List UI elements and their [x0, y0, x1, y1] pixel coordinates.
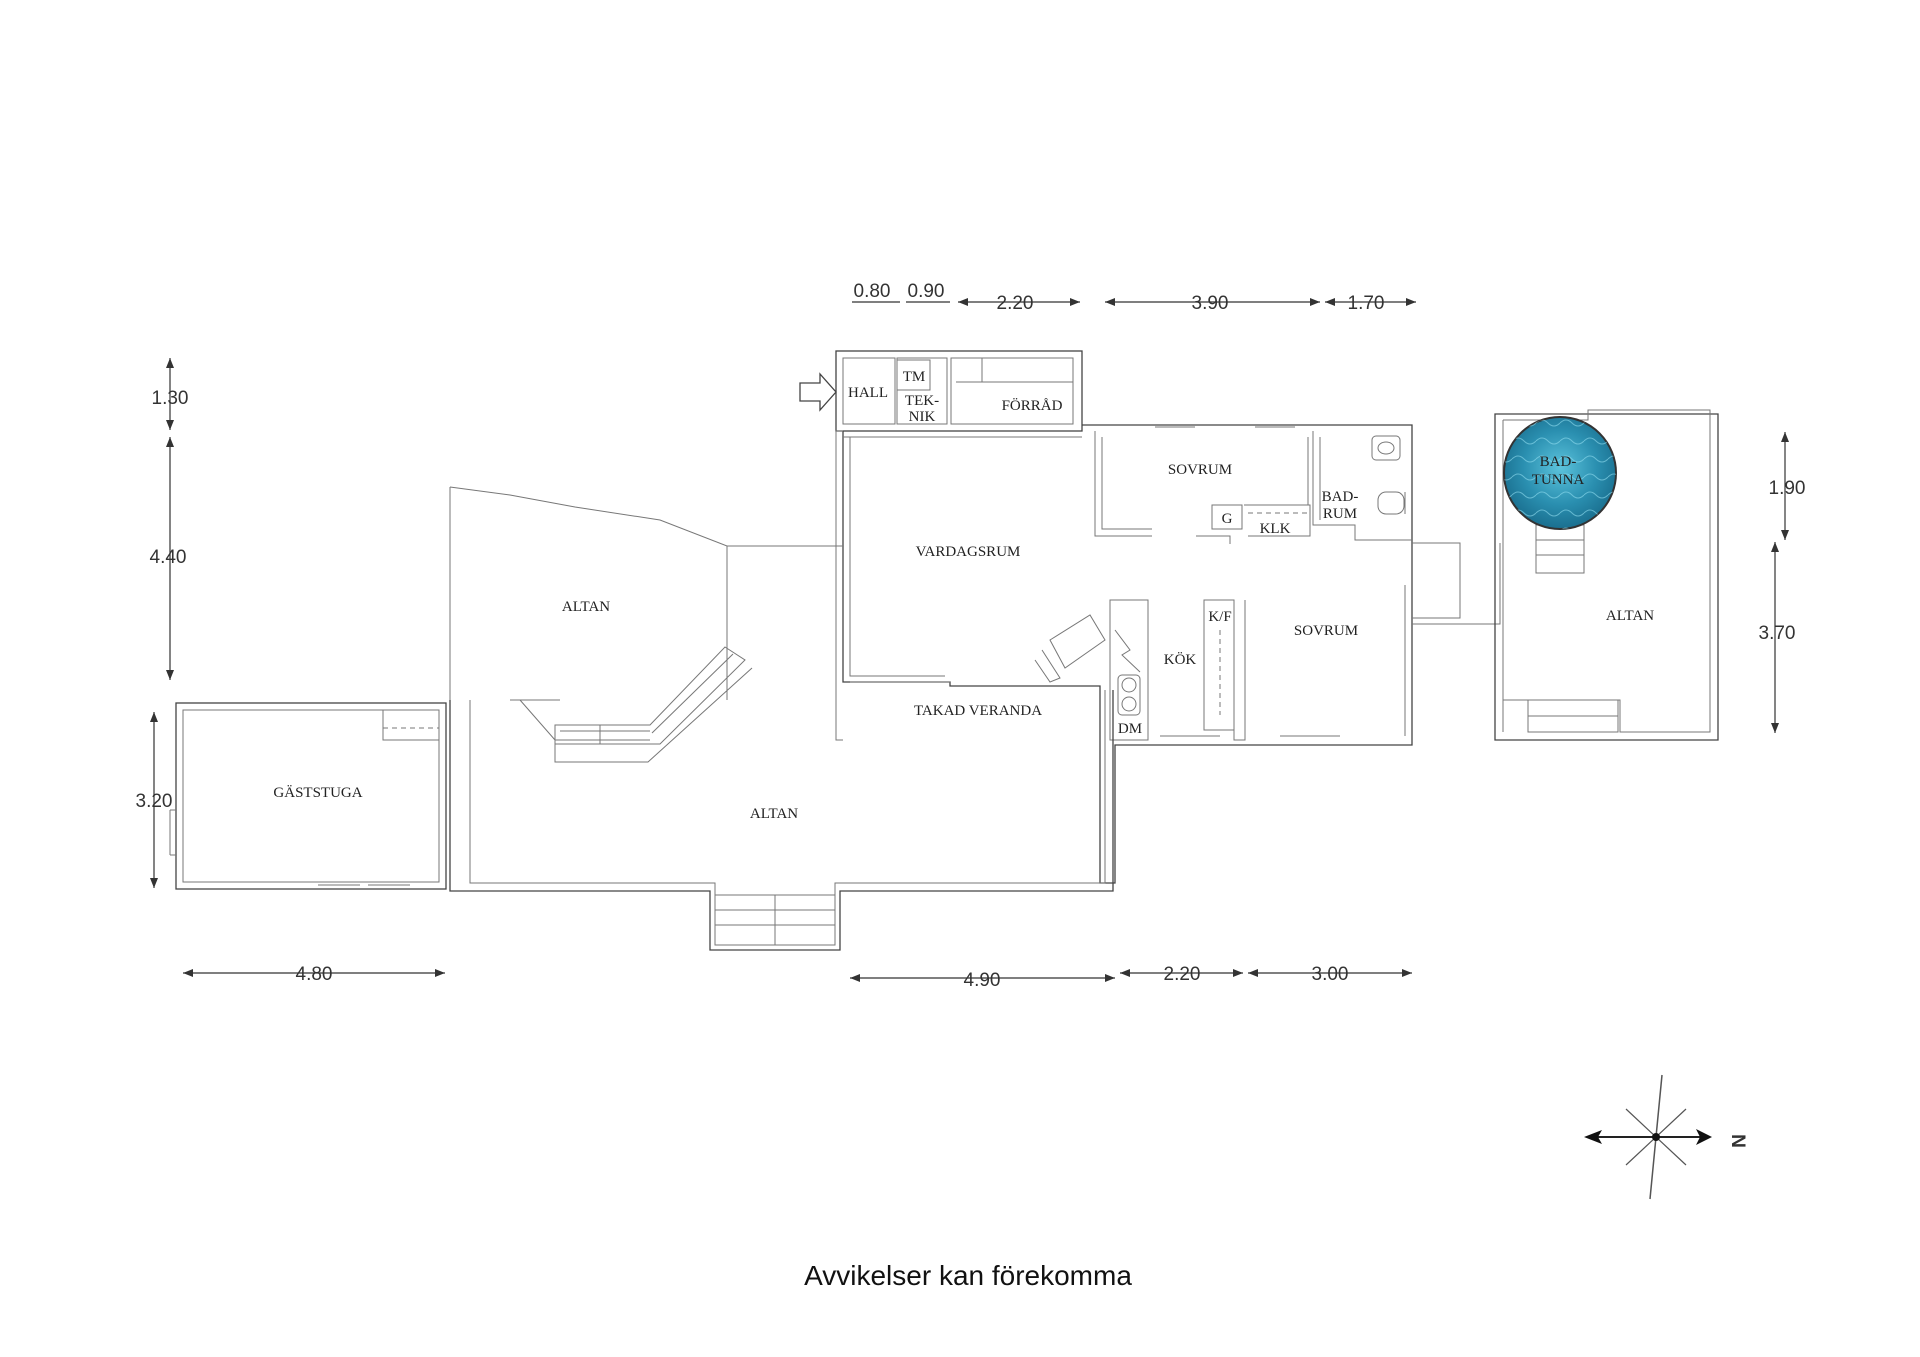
- dim-top-4: 1.70: [1348, 293, 1385, 314]
- label-badrum-2: RUM: [1323, 506, 1357, 522]
- label-badtunna-1: BAD-: [1540, 454, 1577, 470]
- dim-left-0: 1.30: [152, 388, 189, 409]
- dim-bottom-1: 4.90: [964, 970, 1001, 991]
- entrance-arrow-icon: [799, 372, 837, 412]
- label-vardagsrum: VARDAGSRUM: [916, 544, 1021, 560]
- label-takad-veranda: TAKAD VERANDA: [914, 703, 1042, 719]
- footer-note: Avvikelser kan förekomma: [804, 1260, 1132, 1291]
- lower-terrace: [449, 690, 1114, 951]
- dim-bottom-2: 2.20: [1164, 964, 1201, 985]
- label-teknik-2: NIK: [909, 409, 936, 425]
- label-teknik-1: TEK-: [905, 393, 939, 409]
- label-dm: DM: [1118, 721, 1142, 737]
- dim-top-0: 0.80: [854, 281, 891, 302]
- label-kok: KÖK: [1164, 651, 1197, 668]
- label-altan-upper: ALTAN: [562, 599, 610, 615]
- compass-north-label: N: [1727, 1134, 1748, 1148]
- label-forrad: FÖRRÅD: [1002, 397, 1063, 414]
- dimension-labels: 0.80 0.90 2.20 3.90 1.70 4.80 4.90 2.20 …: [136, 281, 1806, 991]
- label-sovrum-south: SOVRUM: [1294, 623, 1358, 639]
- dim-bottom-0: 4.80: [296, 964, 333, 985]
- label-kf: K/F: [1208, 609, 1231, 625]
- dimension-lines: [150, 298, 1789, 982]
- label-badtunna-2: TUNNA: [1532, 472, 1585, 488]
- label-badrum-1: BAD-: [1322, 489, 1359, 505]
- label-hall: HALL: [848, 385, 888, 401]
- dim-top-2: 2.20: [997, 293, 1034, 314]
- dim-left-1: 4.40: [150, 547, 187, 568]
- dim-bottom-3: 3.00: [1312, 964, 1349, 985]
- main-house-walls: [835, 350, 1413, 884]
- right-terrace: [1412, 409, 1719, 741]
- label-altan-right: ALTAN: [1606, 608, 1654, 624]
- dim-right-0: 1.90: [1769, 478, 1806, 499]
- label-klk: KLK: [1260, 521, 1291, 537]
- guest-house-walls: [169, 702, 447, 890]
- dim-top-3: 3.90: [1192, 293, 1229, 314]
- label-gaststuga: GÄSTSTUGA: [273, 784, 362, 801]
- hot-tub: [1503, 416, 1617, 530]
- label-sovrum-north: SOVRUM: [1168, 462, 1232, 478]
- label-tm: TM: [903, 369, 926, 385]
- dim-right-1: 3.70: [1759, 623, 1796, 644]
- upper-terrace: [449, 486, 843, 763]
- room-labels: HALL TM TEK- NIK FÖRRÅD SOVRUM BAD- RUM …: [273, 369, 1654, 822]
- dim-left-2: 3.20: [136, 791, 173, 812]
- dim-top-1: 0.90: [908, 281, 945, 302]
- compass-rose-icon: N: [1584, 1074, 1748, 1200]
- label-altan-lower: ALTAN: [750, 806, 798, 822]
- label-g: G: [1222, 511, 1233, 527]
